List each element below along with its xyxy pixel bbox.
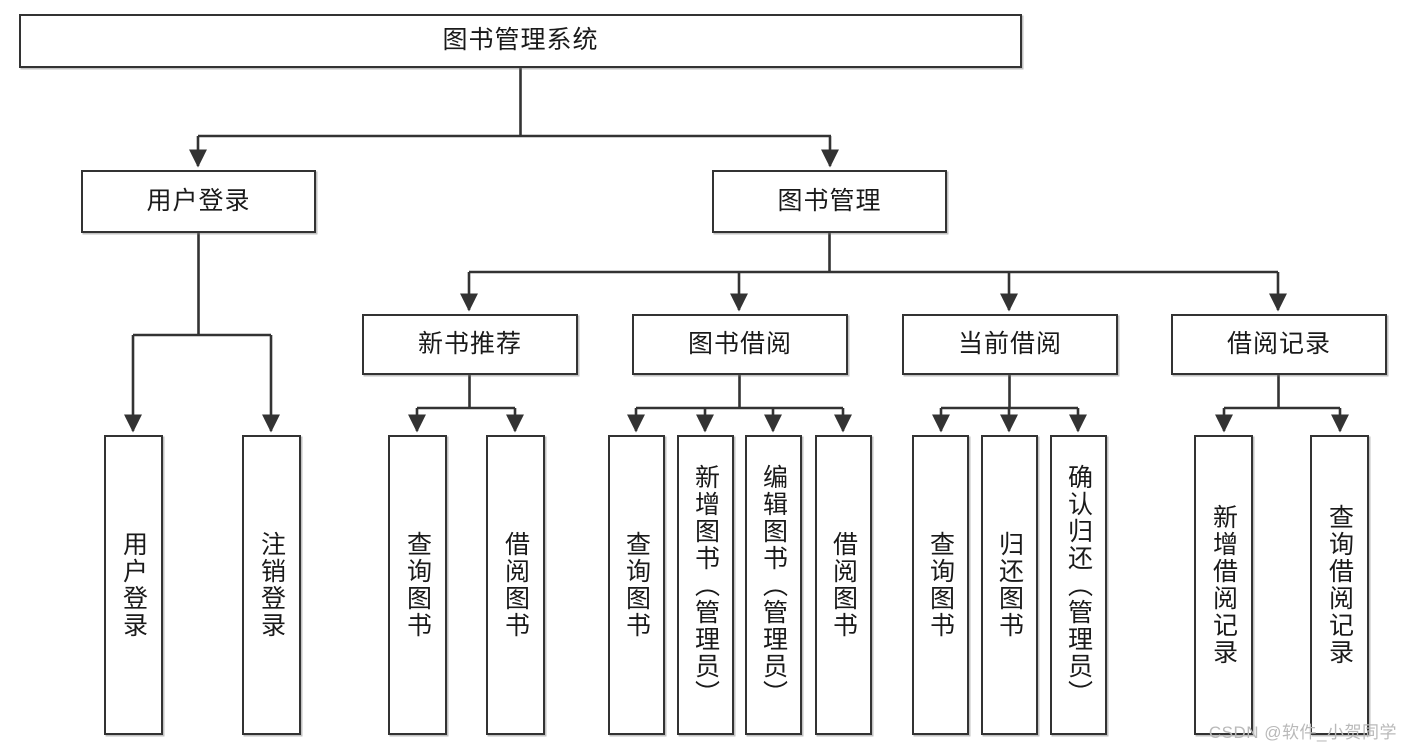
node-leaf-return-book[interactable]: 归还图书 bbox=[981, 435, 1038, 735]
node-book-management[interactable]: 图书管理 bbox=[712, 170, 947, 233]
node-label: 借阅记录 bbox=[1226, 329, 1331, 358]
node-leaf-query-book-3[interactable]: 查询图书 bbox=[912, 435, 969, 735]
node-label: 归还图书 bbox=[995, 531, 1024, 639]
node-label: 图书管理 bbox=[777, 186, 882, 215]
node-leaf-edit-book[interactable]: 编辑图书（管理员） bbox=[745, 435, 802, 735]
node-leaf-add-book[interactable]: 新增图书（管理员） bbox=[677, 435, 734, 735]
node-leaf-query-record[interactable]: 查询借阅记录 bbox=[1310, 435, 1369, 735]
node-leaf-query-book-1[interactable]: 查询图书 bbox=[388, 435, 447, 735]
node-current-borrow[interactable]: 当前借阅 bbox=[902, 314, 1118, 375]
node-leaf-borrow-book-1[interactable]: 借阅图书 bbox=[486, 435, 545, 735]
node-borrow-record[interactable]: 借阅记录 bbox=[1171, 314, 1387, 375]
node-label: 查询图书 bbox=[926, 531, 955, 639]
node-label: 新增借阅记录 bbox=[1209, 504, 1238, 666]
node-label: 图书管理系统 bbox=[442, 26, 599, 55]
node-label: 编辑图书（管理员） bbox=[759, 463, 788, 707]
node-label: 注销登录 bbox=[257, 531, 286, 639]
node-label: 查询借阅记录 bbox=[1325, 504, 1354, 666]
node-leaf-user-login[interactable]: 用户登录 bbox=[104, 435, 163, 735]
node-leaf-add-record[interactable]: 新增借阅记录 bbox=[1194, 435, 1253, 735]
node-label: 查询图书 bbox=[622, 531, 651, 639]
node-leaf-logout-login[interactable]: 注销登录 bbox=[242, 435, 301, 735]
node-label: 用户登录 bbox=[146, 186, 251, 215]
watermark-text: CSDN @软件_小贺同学 bbox=[1208, 723, 1397, 742]
node-new-book-recommend[interactable]: 新书推荐 bbox=[362, 314, 578, 375]
node-user-login[interactable]: 用户登录 bbox=[81, 170, 316, 233]
node-leaf-confirm-return[interactable]: 确认归还（管理员） bbox=[1050, 435, 1107, 735]
node-root-book-management-system[interactable]: 图书管理系统 bbox=[19, 14, 1022, 68]
node-leaf-query-book-2[interactable]: 查询图书 bbox=[608, 435, 665, 735]
node-label: 查询图书 bbox=[403, 531, 432, 639]
node-label: 当前借阅 bbox=[957, 329, 1062, 358]
node-label: 借阅图书 bbox=[829, 531, 858, 639]
node-label: 新书推荐 bbox=[417, 329, 522, 358]
node-label: 用户登录 bbox=[119, 531, 148, 639]
node-leaf-borrow-book-2[interactable]: 借阅图书 bbox=[815, 435, 872, 735]
node-label: 借阅图书 bbox=[501, 531, 530, 639]
node-label: 图书借阅 bbox=[687, 329, 792, 358]
node-label: 新增图书（管理员） bbox=[691, 463, 720, 707]
node-book-borrow[interactable]: 图书借阅 bbox=[632, 314, 848, 375]
node-label: 确认归还（管理员） bbox=[1064, 463, 1093, 707]
